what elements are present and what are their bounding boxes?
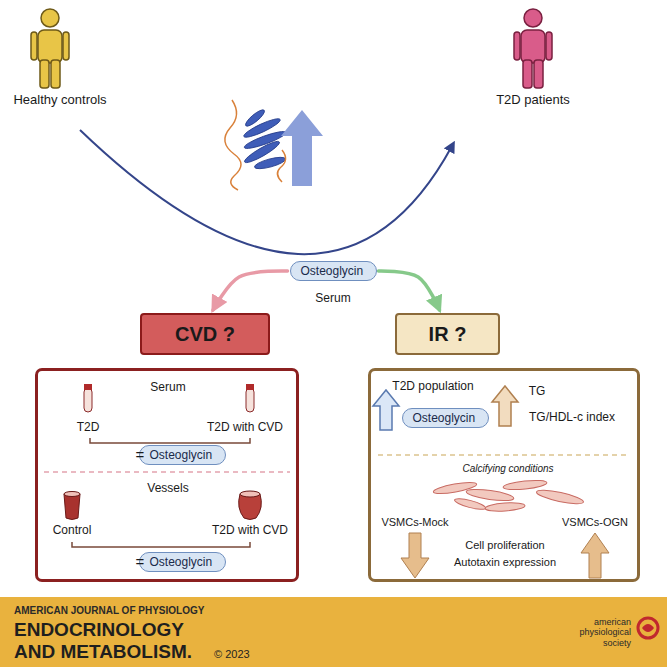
node-label: Osteoglycin bbox=[413, 411, 478, 425]
group-label: T2D patients bbox=[496, 93, 570, 108]
cell-label: VSMCs-Mock bbox=[381, 516, 448, 529]
society-logo bbox=[638, 618, 658, 638]
protein-pill: Osteoglycin bbox=[139, 445, 226, 465]
group-label: T2D with CVD bbox=[207, 421, 283, 435]
journal-band bbox=[0, 597, 667, 667]
increase-arrow bbox=[373, 390, 399, 430]
marker-label: TG/HDL-c index bbox=[529, 411, 615, 425]
node-label: IR ? bbox=[429, 323, 467, 346]
panel-heading: Calcifying conditions bbox=[462, 463, 553, 474]
sample-label: Serum bbox=[315, 292, 350, 306]
journal-name: ENDOCRINOLOGY bbox=[14, 619, 184, 641]
group-label: Healthy controls bbox=[13, 93, 106, 108]
question-box: CVD ? bbox=[140, 313, 270, 355]
node-label: Osteoglycin bbox=[301, 264, 366, 278]
copyright: © 2023 bbox=[214, 648, 250, 661]
panel-heading: Serum bbox=[150, 380, 185, 394]
vsmc-cells bbox=[433, 479, 585, 513]
increase-arrow bbox=[492, 386, 518, 426]
increase-arrow bbox=[581, 533, 609, 578]
protein-pill: Osteoglycin bbox=[402, 408, 489, 428]
panel-heading: T2D population bbox=[392, 379, 473, 393]
journal-name: AMERICAN JOURNAL OF PHYSIOLOGY bbox=[14, 605, 204, 617]
node-label: Osteoglycin bbox=[150, 555, 215, 569]
decrease-arrow bbox=[401, 533, 429, 578]
protein-pill: Osteoglycin bbox=[139, 552, 226, 572]
question-box: IR ? bbox=[395, 313, 500, 355]
effect-label: Cell proliferation bbox=[465, 539, 544, 552]
group-label: T2D bbox=[77, 421, 100, 435]
equal-sign: = bbox=[136, 446, 145, 463]
comparison-bracket bbox=[72, 542, 250, 547]
protein-pill: Osteoglycin bbox=[290, 261, 377, 281]
flow-arrow bbox=[213, 271, 288, 310]
divider bbox=[378, 454, 630, 456]
panel-heading: Vessels bbox=[147, 481, 188, 495]
marker-label: TG bbox=[529, 385, 546, 399]
protein-structure bbox=[225, 100, 287, 190]
vessel-illustration bbox=[64, 491, 261, 520]
increase-arrow bbox=[281, 110, 323, 186]
person-icon bbox=[31, 9, 69, 88]
group-label: Control bbox=[53, 524, 92, 538]
node-label: Osteoglycin bbox=[150, 448, 215, 462]
cell-label: VSMCs-OGN bbox=[562, 516, 628, 529]
finding-panel: SerumVesselsOsteoglycinOsteoglycin bbox=[35, 368, 299, 582]
equal-sign: = bbox=[136, 553, 145, 570]
group-label: T2D with CVD bbox=[212, 524, 288, 538]
person-icon bbox=[514, 9, 552, 88]
flow-arrow bbox=[379, 271, 440, 310]
comparison-bracket bbox=[90, 438, 250, 443]
journal-name: AND METABOLISM. bbox=[14, 641, 192, 663]
effect-label: Autotaxin expression bbox=[454, 556, 556, 569]
society-name: american physiological society bbox=[565, 617, 631, 648]
trend-curve bbox=[80, 130, 452, 254]
node-label: CVD ? bbox=[175, 323, 235, 346]
divider bbox=[44, 471, 290, 473]
